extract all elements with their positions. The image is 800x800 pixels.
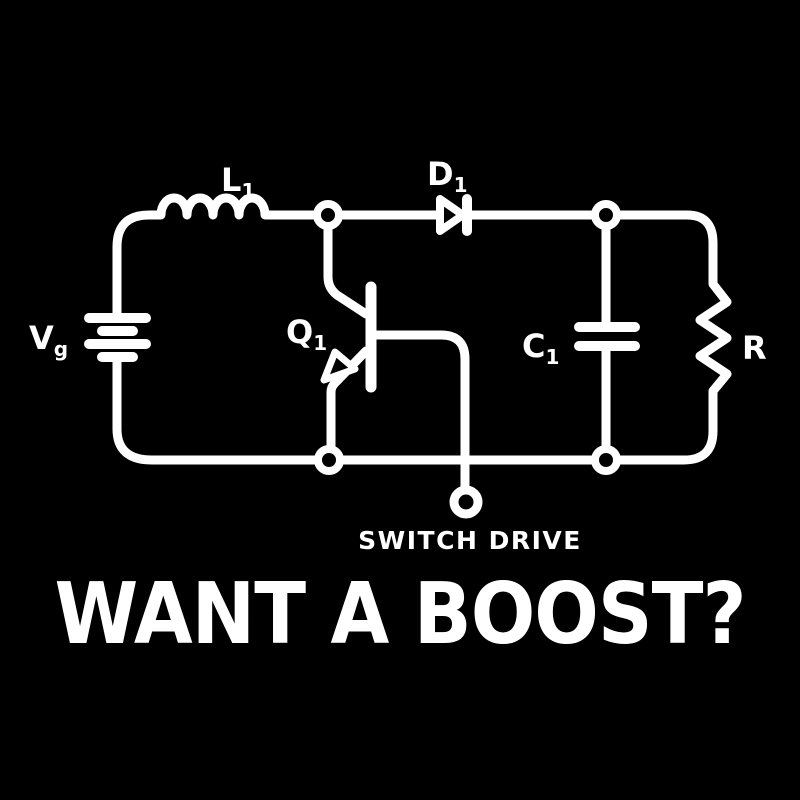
transistor-label-main: Q: [286, 313, 313, 351]
resistor-label: R: [742, 329, 767, 367]
source-label-sub: g: [54, 337, 68, 361]
inductor-label: L1: [221, 161, 255, 203]
transistor-label-sub: 1: [313, 331, 327, 355]
wire-output-loop-and-resistor: [112, 210, 732, 465]
diode-label: D1: [427, 155, 467, 197]
battery-symbol: [84, 313, 151, 362]
transistor-label: Q1: [286, 313, 327, 355]
diode-anode-triangle: [436, 195, 467, 235]
switch-drive-label: SWITCH DRIVE: [358, 526, 582, 555]
diode-symbol: [436, 194, 472, 236]
transistor-base-drive-wire: [371, 330, 470, 492]
capacitor-symbol: [574, 210, 640, 465]
capacitor-label-sub: 1: [545, 345, 559, 369]
source-label-main: V: [29, 319, 54, 357]
capacitor-label-main: C: [522, 327, 545, 365]
switch-drive-terminal: [449, 485, 483, 519]
capacitor-label: C1: [522, 327, 559, 369]
transistor-symbol: [320, 210, 470, 492]
source-label: Vg: [29, 319, 68, 361]
wire-input-loop-and-inductor: [112, 193, 444, 318]
resistor-label-main: R: [742, 329, 767, 367]
caption-text: WANT A BOOST?: [54, 565, 745, 664]
transistor-collector-wire: [323, 210, 371, 319]
junction-node-switch-top: [313, 200, 343, 230]
inductor-label-main: L: [221, 161, 241, 199]
inductor-label-sub: 1: [241, 179, 255, 203]
junction-node-output-bottom: [591, 445, 621, 475]
diode-label-main: D: [427, 155, 454, 193]
diode-label-sub: 1: [454, 173, 468, 197]
junction-node-output-top: [591, 200, 621, 230]
transistor-emitter-wire: [326, 346, 371, 465]
transistor-emitter-arrow-icon: [320, 348, 359, 384]
junction-node-switch-bottom: [314, 445, 344, 475]
